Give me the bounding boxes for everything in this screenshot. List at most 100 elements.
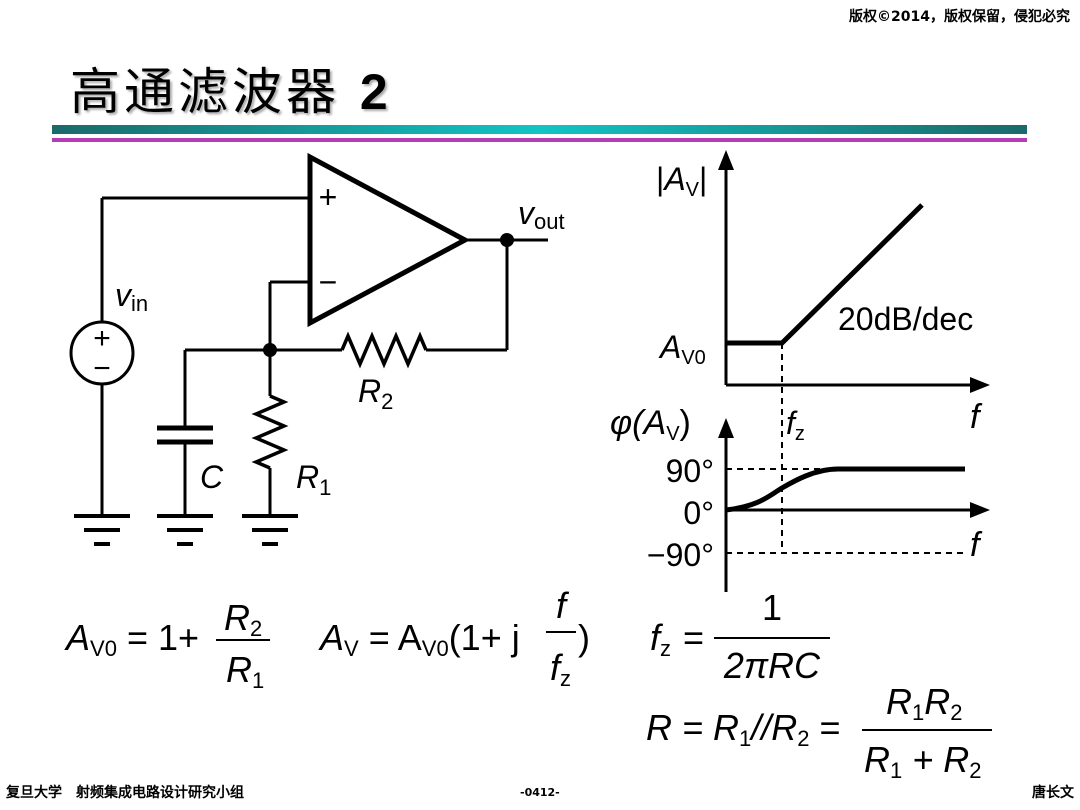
eq1-num-sub: 2 bbox=[250, 616, 262, 641]
eq1-lhs-sub: V0 bbox=[90, 636, 117, 661]
phase-x-arrow bbox=[970, 502, 990, 518]
eq4-den: R bbox=[864, 739, 890, 780]
vout-main: v bbox=[518, 195, 536, 231]
title-text: 高通滤波器 bbox=[70, 63, 340, 121]
equation-fz: fz= 1 2πRC bbox=[650, 587, 830, 686]
mag-level-label: AV0 bbox=[658, 329, 706, 369]
eq3-num: 1 bbox=[762, 587, 782, 628]
r2-main: R bbox=[358, 373, 381, 409]
r1-label: R1 bbox=[296, 459, 331, 500]
vin-main: v bbox=[115, 277, 133, 313]
feedback-node bbox=[263, 343, 277, 357]
svg-text:R1R2: R1R2 bbox=[886, 681, 963, 725]
vin-sub: in bbox=[131, 291, 148, 316]
eq4-eq: = bbox=[820, 707, 841, 748]
title-number: 2 bbox=[359, 64, 392, 120]
equation-r: R = R1//R2= R1R2 R1 + R2 bbox=[646, 681, 992, 783]
eq3-lhs-sub: z bbox=[660, 636, 671, 661]
mag-ylabel-main: A bbox=[662, 161, 685, 197]
opamp-triangle bbox=[307, 152, 471, 328]
eq3-den: 2πRC bbox=[723, 645, 821, 686]
eq1-rhs: = 1+ bbox=[127, 617, 199, 658]
source-plus: + bbox=[93, 322, 111, 355]
phase-tick-0: 0° bbox=[683, 495, 714, 531]
eq2-lhs-sub: V bbox=[344, 636, 359, 661]
copyright-notice: 版权©2014，版权保留，侵犯必究 bbox=[849, 9, 1070, 25]
r1-resistor bbox=[251, 394, 289, 470]
eq1-den-sub: 1 bbox=[252, 668, 264, 693]
title-bar-teal bbox=[52, 125, 1027, 134]
svg-text:R2: R2 bbox=[224, 597, 262, 641]
cap-label: C bbox=[200, 459, 224, 495]
eq2-mid-sub: V0 bbox=[422, 636, 449, 661]
eq2-paren: (1+ j bbox=[449, 617, 520, 658]
equation-av: AV = AV0(1+ j f fz ) bbox=[318, 585, 590, 691]
footer-author: 唐长文 bbox=[1032, 785, 1074, 801]
eq3-eq: = bbox=[683, 617, 704, 658]
mag-y-arrow bbox=[718, 150, 734, 170]
phase-a: A bbox=[642, 404, 667, 442]
eq4-lhs-sub2: 2 bbox=[797, 726, 809, 751]
mag-level-main: A bbox=[658, 329, 681, 365]
mag-x-arrow bbox=[970, 377, 990, 393]
ground-symbol-source bbox=[74, 514, 130, 546]
fz-sub: z bbox=[795, 423, 805, 445]
mag-xlabel: f bbox=[970, 398, 983, 436]
phase-plot bbox=[718, 418, 990, 592]
eq4-den-sub2: 2 bbox=[969, 758, 981, 783]
r2-sub: 2 bbox=[381, 389, 393, 414]
phase-ylabel: φ(AV) bbox=[610, 404, 691, 445]
svg-text:R1 + R2: R1 + R2 bbox=[864, 739, 982, 783]
ground-symbol-r1 bbox=[242, 514, 298, 546]
eq1-lhs: A bbox=[64, 617, 90, 658]
eq4-num-sub1: 1 bbox=[912, 700, 924, 725]
eq2-mid: = A bbox=[369, 617, 422, 658]
fz-label: fz bbox=[786, 405, 805, 445]
svg-text:R = R1//R2=: R = R1//R2= bbox=[646, 707, 841, 751]
mag-ylabel: |AV| bbox=[656, 161, 707, 201]
vout-label: vout bbox=[518, 195, 565, 234]
vout-sub: out bbox=[534, 209, 565, 234]
title-bar-magenta bbox=[52, 138, 1027, 142]
eq2-num: f bbox=[556, 585, 570, 626]
equation-av0: AV0= 1+ R2 R1 bbox=[64, 597, 270, 693]
eq4-den-plus: + R bbox=[902, 739, 969, 780]
phase-response-curve bbox=[725, 466, 965, 513]
svg-text:AV= AV0(1+ j: AV = AV0(1+ j bbox=[318, 617, 520, 661]
phase-y-arrow bbox=[718, 418, 734, 438]
eq1-num: R bbox=[224, 597, 250, 638]
eq4-lhs-sub1: 1 bbox=[739, 726, 751, 751]
phase-phi: φ( bbox=[610, 404, 647, 442]
eq2-lhs: A bbox=[318, 617, 344, 658]
r1-sub: 1 bbox=[319, 475, 331, 500]
circuit-schematic bbox=[69, 152, 548, 546]
mag-slope-label: 20dB/dec bbox=[838, 301, 973, 337]
phase-tick-90: 90° bbox=[666, 453, 714, 489]
svg-text:AV0= 1+: AV0 = 1+ bbox=[64, 617, 199, 661]
footer-page-number: -0412- bbox=[520, 786, 560, 799]
opamp-minus: − bbox=[319, 264, 338, 300]
phase-xlabel: f bbox=[970, 526, 983, 564]
phase-sub: V bbox=[666, 423, 680, 445]
r1-main: R bbox=[296, 459, 319, 495]
eq2-close: ) bbox=[578, 617, 590, 658]
source-minus: − bbox=[93, 352, 111, 385]
svg-text:R1: R1 bbox=[226, 649, 264, 693]
eq4-lhs: R = R bbox=[646, 707, 739, 748]
magnitude-plot bbox=[718, 150, 990, 553]
mag-ylabel-sub: V bbox=[686, 179, 700, 201]
page-title: 高通滤波器 2 bbox=[70, 52, 392, 124]
eq4-den-sub1: 1 bbox=[890, 758, 902, 783]
eq1-den: R bbox=[226, 649, 252, 690]
phase-close: ) bbox=[680, 404, 691, 442]
svg-text:fz=: fz= bbox=[650, 617, 704, 661]
mag-level-sub: V0 bbox=[681, 347, 705, 369]
svg-text:fz: fz bbox=[550, 647, 571, 691]
eq4-num: R bbox=[886, 681, 912, 722]
ground-symbol-cap bbox=[157, 514, 213, 546]
vin-label: vin bbox=[115, 277, 148, 316]
r2-resistor bbox=[340, 331, 428, 369]
output-node bbox=[500, 233, 514, 247]
eq2-den-sub: z bbox=[560, 666, 571, 691]
